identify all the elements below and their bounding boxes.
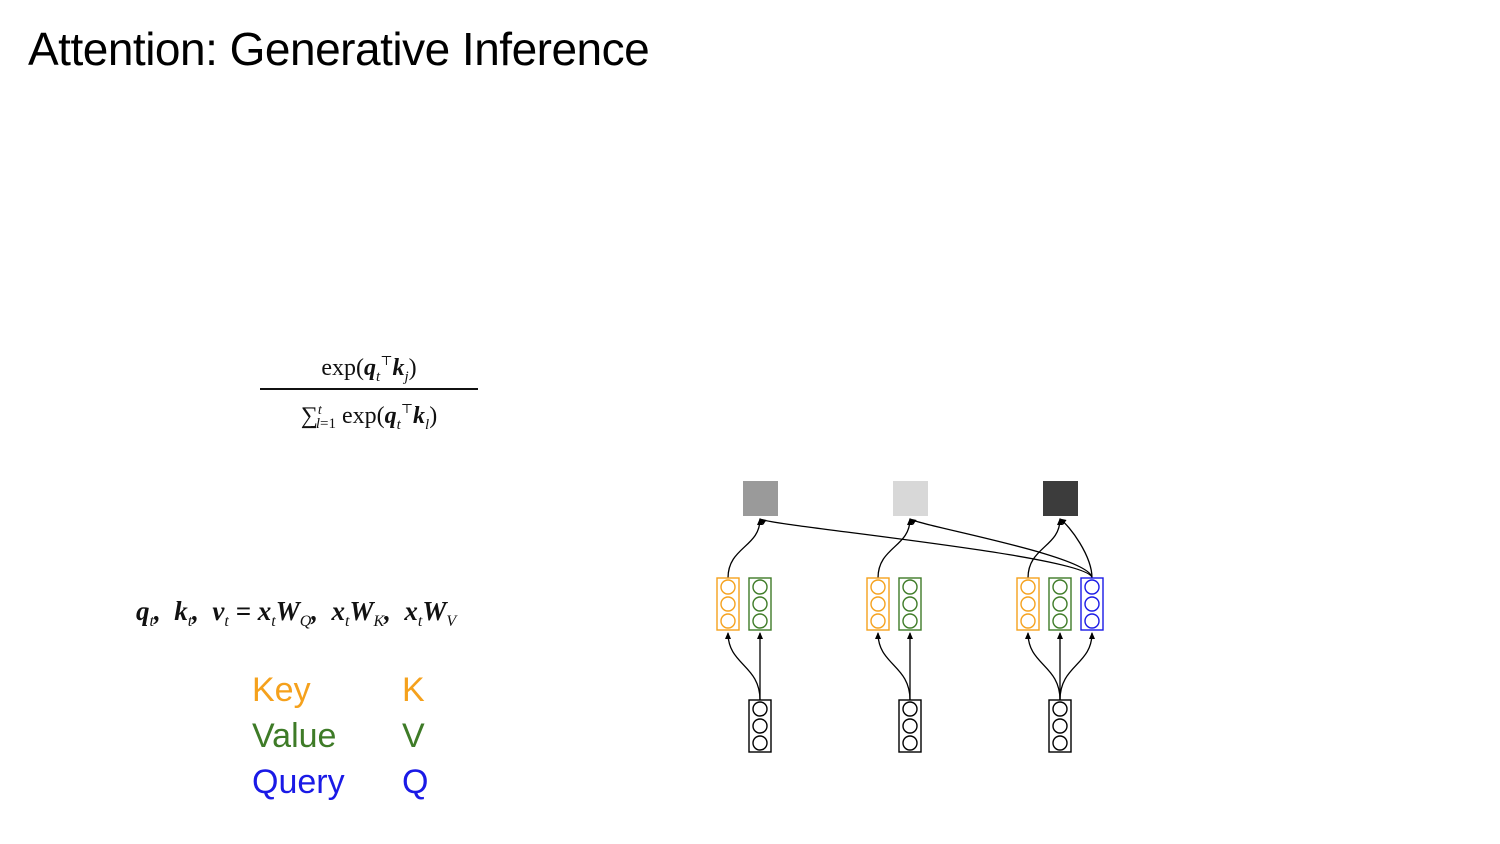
fraction-bar	[260, 388, 478, 390]
query-vector-3-unit	[1084, 613, 1100, 629]
output-token-1	[743, 481, 778, 516]
key-vector-1-box	[716, 577, 740, 631]
input-vector-2-unit	[902, 701, 918, 717]
value-vector-1-box	[748, 577, 772, 631]
value-vector-2-unit	[902, 613, 918, 629]
value-vector-1-unit	[752, 613, 768, 629]
input-vector-3-unit	[1052, 735, 1068, 751]
query-vector-3-unit	[1084, 579, 1100, 595]
legend-key-symbol: K	[402, 671, 425, 709]
edge-query-output-3	[1059, 518, 1093, 579]
value-vector-2-unit	[902, 579, 918, 595]
edge-key-output-3	[1027, 518, 1063, 579]
softmax-formula: exp(qt⊤kj) ∑tl=1 exp(qt⊤kl)	[258, 348, 480, 432]
value-vector-2	[898, 577, 922, 631]
input-vector-1-unit	[752, 718, 768, 734]
input-vector-3	[1048, 699, 1072, 753]
edge-input-query-3	[1059, 632, 1095, 701]
value-vector-3-unit	[1052, 596, 1068, 612]
value-vector-3-unit	[1052, 613, 1068, 629]
query-vector-3	[1080, 577, 1104, 631]
query-vector-3-unit	[1084, 596, 1100, 612]
input-vector-1	[748, 699, 772, 753]
edge-key-output-1	[727, 518, 763, 579]
edge-input-key-1	[725, 632, 761, 701]
input-vector-2-unit	[902, 718, 918, 734]
value-vector-2-box	[898, 577, 922, 631]
key-vector-3-unit	[1020, 613, 1036, 629]
output-token-3	[1043, 481, 1078, 516]
input-vector-1-unit	[752, 735, 768, 751]
key-vector-2-box	[866, 577, 890, 631]
legend-key-name: Key	[252, 671, 311, 709]
key-vector-3	[1016, 577, 1040, 631]
legend-query-name: Query	[252, 763, 345, 801]
value-vector-1-unit	[752, 596, 768, 612]
key-vector-3-unit	[1020, 579, 1036, 595]
qkv-projection-equation: qt, kt, vt = xtWQ, xtWK, xtWV	[136, 596, 457, 630]
legend-query-symbol: Q	[402, 763, 429, 801]
legend-value-symbol: V	[402, 717, 425, 755]
edge-key-output-2	[877, 518, 913, 579]
key-vector-2-unit	[870, 596, 886, 612]
key-vector-2	[866, 577, 890, 631]
edge-query-output-1	[759, 518, 1093, 579]
output-token-2	[893, 481, 928, 516]
key-vector-1-unit	[720, 579, 736, 595]
value-vector-3	[1048, 577, 1072, 631]
key-vector-1-unit	[720, 596, 736, 612]
edge-query-output-2	[909, 518, 1093, 579]
key-vector-3-unit	[1020, 596, 1036, 612]
input-vector-2	[898, 699, 922, 753]
input-vector-2-box	[898, 699, 922, 753]
key-vector-2-unit	[870, 579, 886, 595]
input-vector-1-box	[748, 699, 772, 753]
key-vector-2-unit	[870, 613, 886, 629]
softmax-denominator: ∑tl=1 exp(qt⊤kl)	[300, 400, 438, 433]
key-vector-1	[716, 577, 740, 631]
input-vector-3-unit	[1052, 718, 1068, 734]
attention-edges	[725, 518, 1095, 701]
key-vector-1-unit	[720, 613, 736, 629]
slide-title: Attention: Generative Inference	[28, 23, 650, 75]
value-vector-3-unit	[1052, 579, 1068, 595]
attention-nodes	[716, 481, 1104, 753]
edge-input-key-3	[1025, 632, 1061, 701]
input-vector-2-unit	[902, 735, 918, 751]
input-vector-3-unit	[1052, 701, 1068, 717]
value-vector-2-unit	[902, 596, 918, 612]
softmax-numerator: exp(qt⊤kj)	[321, 353, 417, 385]
edge-input-key-2	[875, 632, 911, 701]
input-vector-1-unit	[752, 701, 768, 717]
value-vector-1-unit	[752, 579, 768, 595]
value-vector-1	[748, 577, 772, 631]
legend-value-name: Value	[252, 717, 337, 755]
